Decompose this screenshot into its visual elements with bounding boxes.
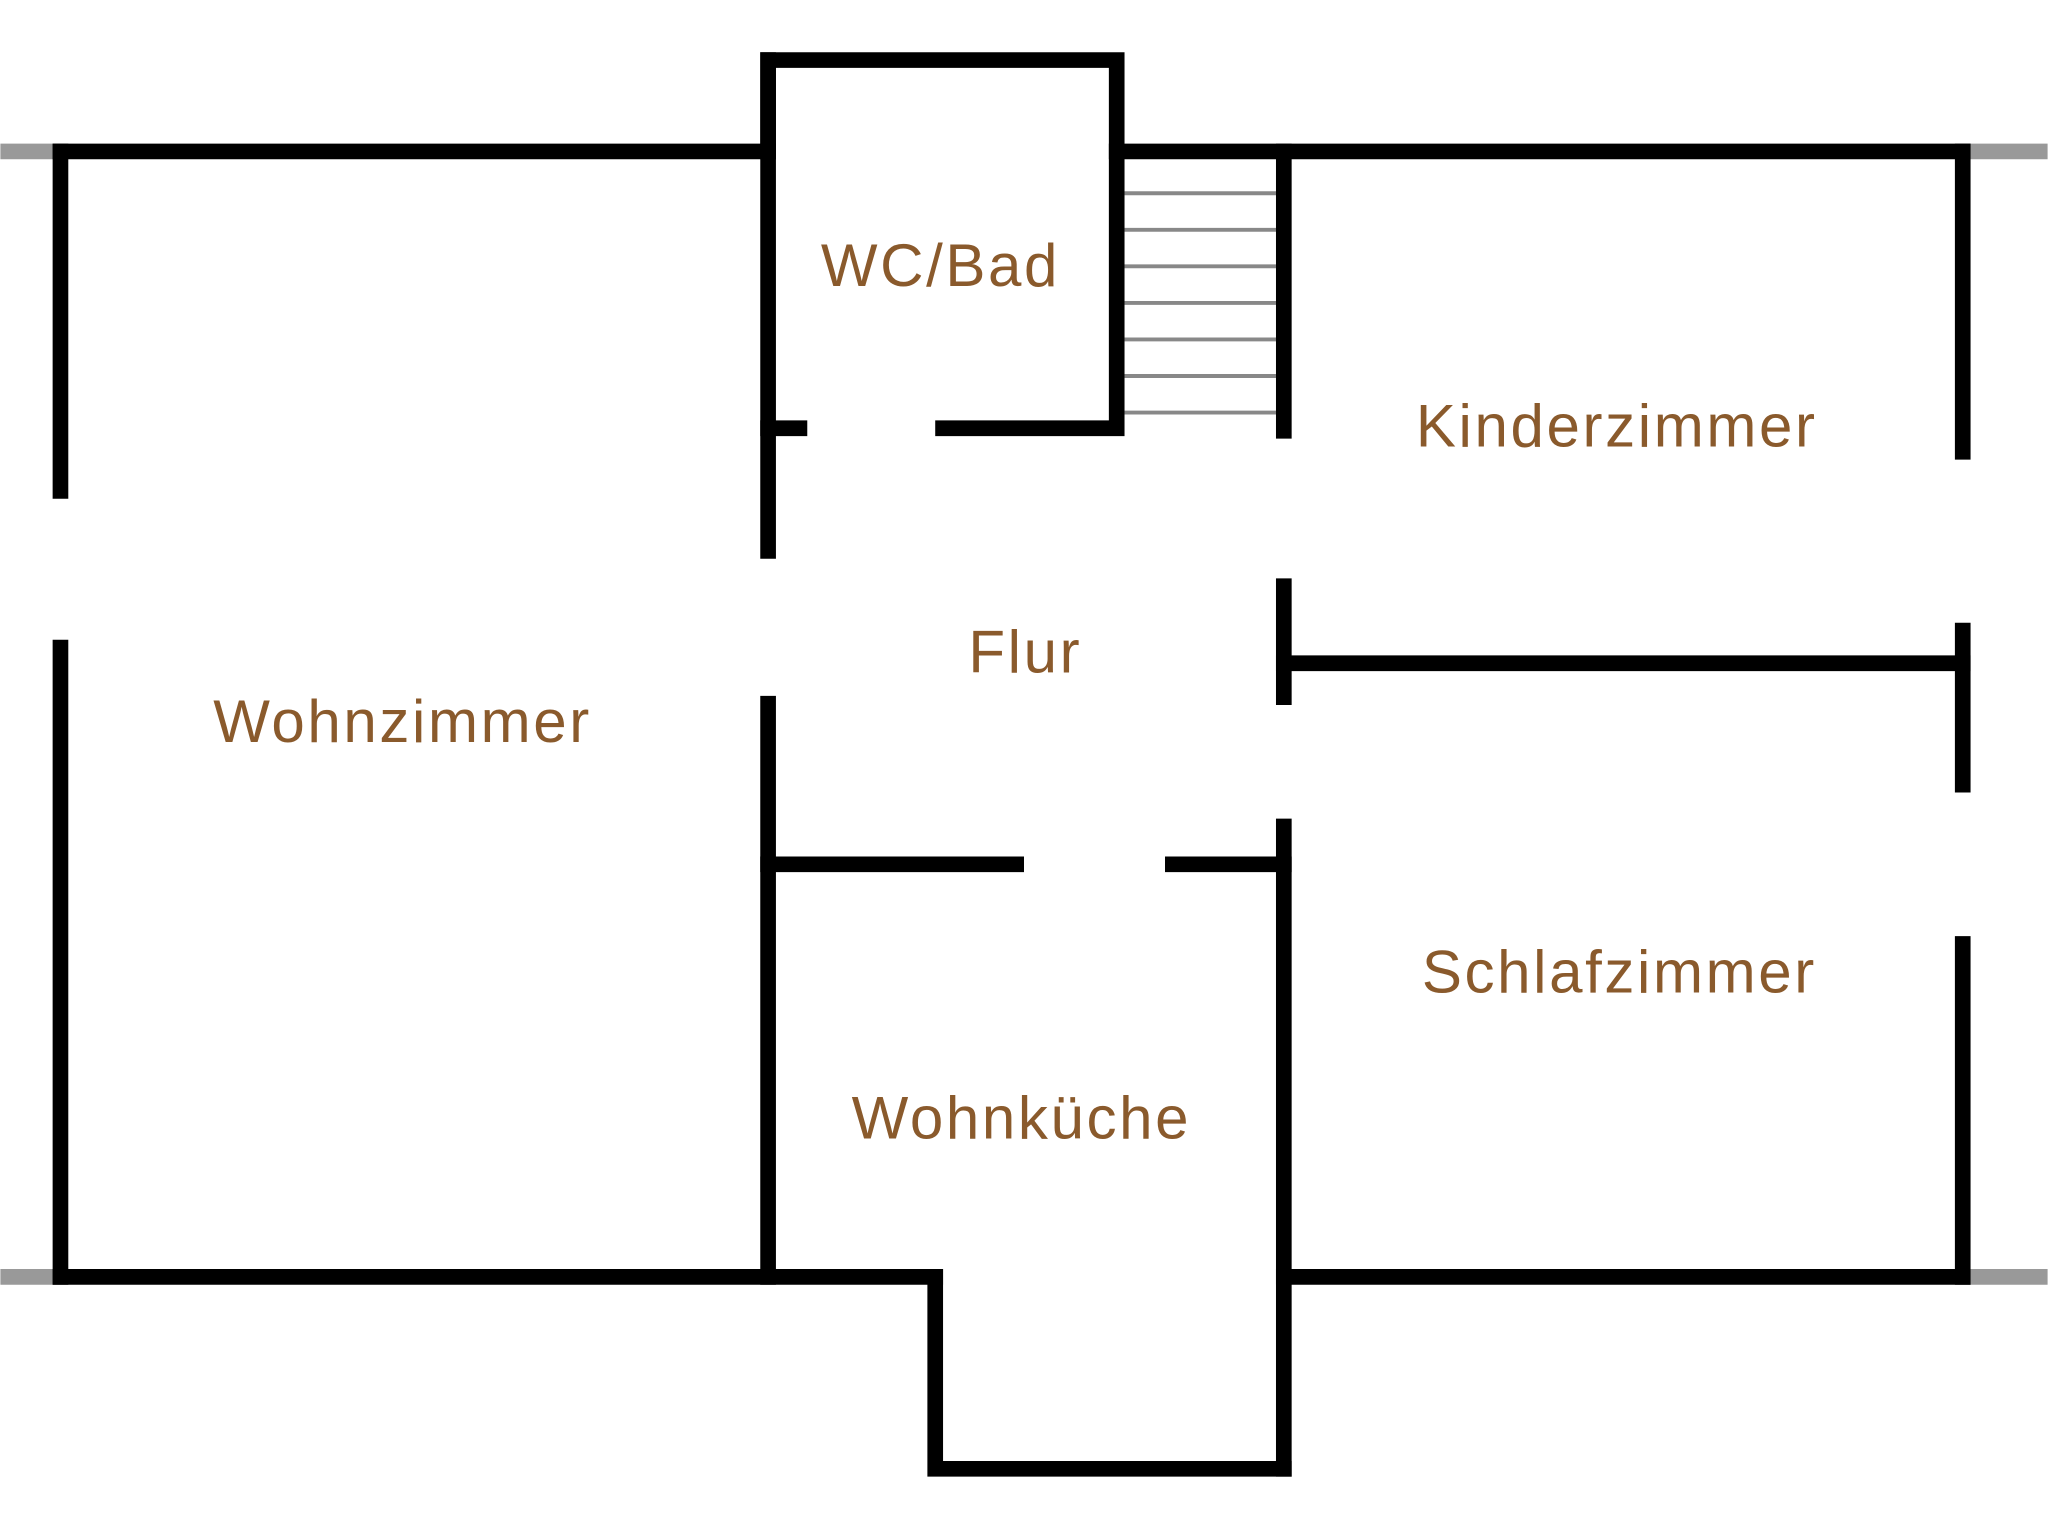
room-labels: WC/Bad Kinderzimmer Flur Wohnzimmer Schl…	[213, 232, 1818, 1152]
stairs	[1124, 191, 1276, 415]
label-wohnkueche: Wohnküche	[852, 1085, 1192, 1152]
label-wohnzimmer: Wohnzimmer	[213, 688, 592, 755]
walls	[52, 52, 1971, 1477]
exterior-stubs	[0, 143, 2048, 1285]
label-kinderzimmer: Kinderzimmer	[1416, 393, 1818, 460]
label-wc-bad: WC/Bad	[821, 232, 1060, 299]
label-schlafzimmer: Schlafzimmer	[1422, 938, 1817, 1005]
label-flur: Flur	[968, 619, 1082, 686]
